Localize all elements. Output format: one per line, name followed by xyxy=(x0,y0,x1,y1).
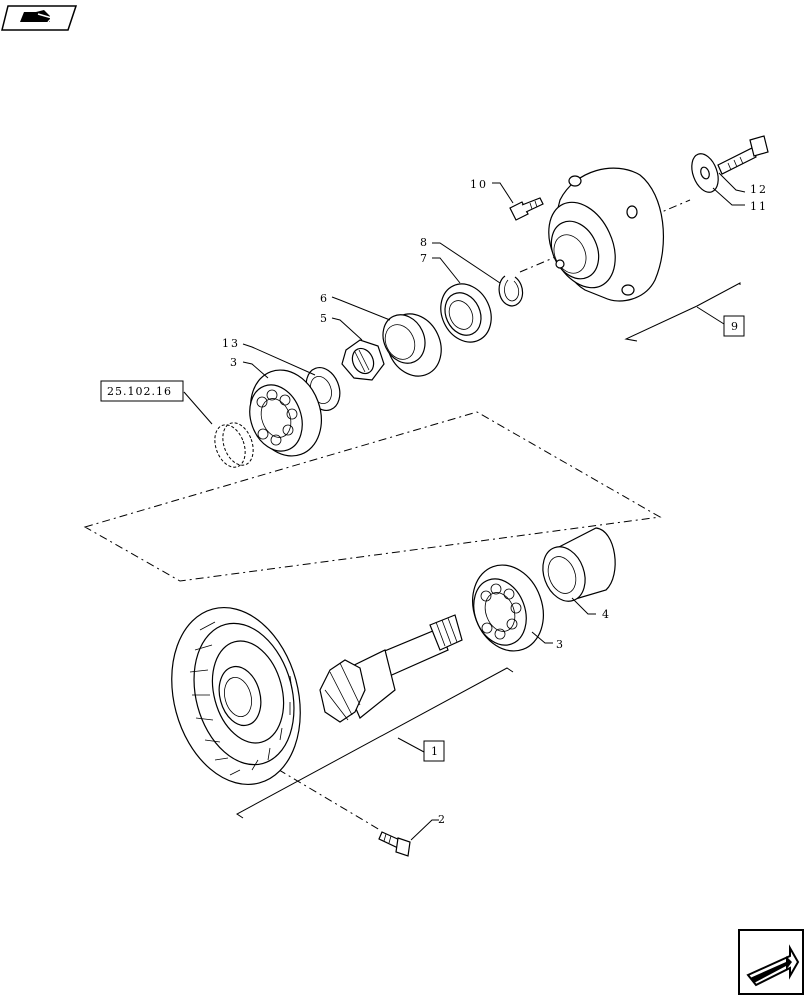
shim-ring-reference xyxy=(214,422,254,468)
leader-6 xyxy=(331,296,391,321)
output-flange xyxy=(548,167,665,302)
leader-11 xyxy=(712,187,745,206)
sleeve-4 xyxy=(542,527,616,602)
leader-5 xyxy=(331,317,363,341)
callout-10: 10 xyxy=(470,178,488,191)
leader-9 xyxy=(696,306,725,325)
bolt-2 xyxy=(378,831,411,857)
leader-13 xyxy=(242,343,316,376)
callout-3-upper: 3 xyxy=(230,356,239,369)
manual-book-icon[interactable] xyxy=(1,5,78,31)
washer-11 xyxy=(691,153,719,193)
bearing-cup-6 xyxy=(382,313,442,377)
leader-10 xyxy=(492,182,514,204)
callout-2: 2 xyxy=(438,813,447,826)
leader-2 xyxy=(410,819,439,841)
ring-gear xyxy=(171,606,301,786)
callout-8: 8 xyxy=(420,236,429,249)
bearing-3-upper xyxy=(249,369,322,457)
callout-4: 4 xyxy=(602,608,611,621)
leader-reference xyxy=(183,391,213,425)
seal-7 xyxy=(440,283,492,343)
bearing-3-lower xyxy=(472,564,544,652)
leader-4 xyxy=(571,597,596,615)
leader-3-upper xyxy=(242,361,269,379)
callout-9-box xyxy=(723,315,745,337)
leader-7 xyxy=(432,257,461,284)
leader-8 xyxy=(432,242,501,284)
callout-13: 13 xyxy=(222,337,240,350)
next-page-arrow-icon[interactable] xyxy=(738,929,804,995)
callout-6: 6 xyxy=(320,292,329,305)
leader-3-lower xyxy=(531,631,553,644)
callout-11: 11 xyxy=(750,200,768,213)
snap-ring-8 xyxy=(498,275,524,307)
bolt-12 xyxy=(717,135,769,175)
bracket-1 xyxy=(236,667,514,819)
callout-5: 5 xyxy=(320,312,329,325)
callout-9: 9 xyxy=(731,320,739,333)
flange-bolt-10 xyxy=(509,197,544,221)
callout-7: 7 xyxy=(420,252,429,265)
bracket-9 xyxy=(624,282,741,342)
nut-5 xyxy=(341,339,385,381)
leader-1 xyxy=(397,737,425,753)
upper-assembly-outline xyxy=(83,411,662,582)
callout-12: 12 xyxy=(750,183,768,196)
callout-3-lower: 3 xyxy=(556,638,565,651)
callout-1: 1 xyxy=(431,745,439,758)
callout-1-box xyxy=(423,740,445,762)
reference-box[interactable] xyxy=(100,380,184,402)
pinion-shaft xyxy=(319,614,463,723)
leader-12 xyxy=(718,172,746,193)
reference-link[interactable]: 25.102.16 xyxy=(107,385,172,398)
